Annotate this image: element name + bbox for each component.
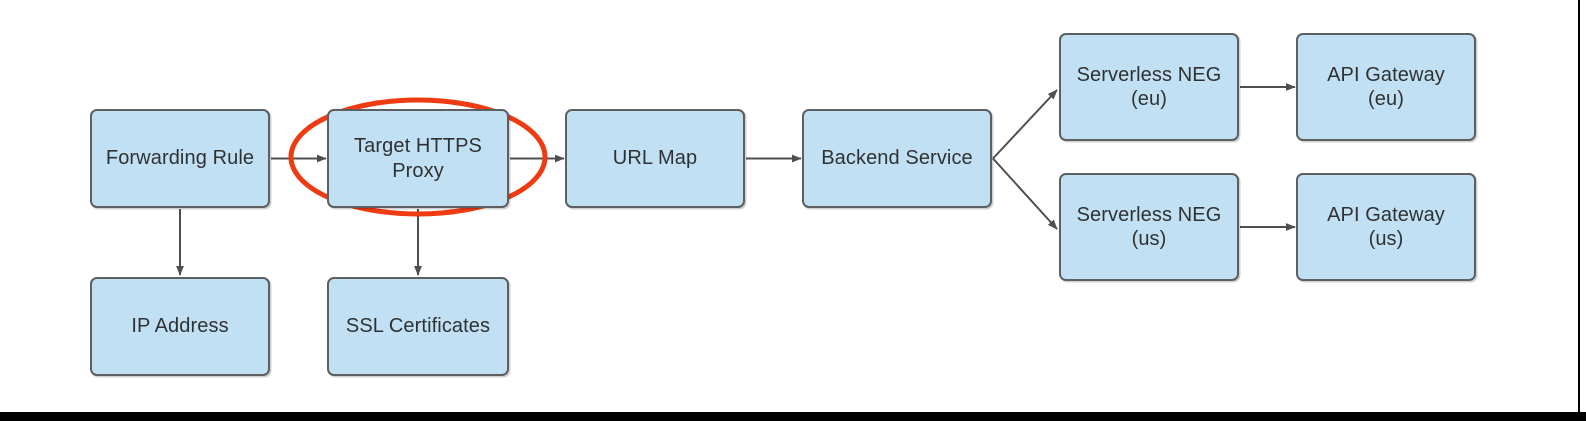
node-ip-address[interactable]: IP Address — [90, 277, 270, 376]
node-url-map[interactable]: URL Map — [565, 109, 745, 208]
bottom-border-bar — [0, 412, 1586, 421]
node-api-gateway-eu-label: API Gateway (eu) — [1327, 63, 1445, 110]
node-url-map-label: URL Map — [612, 147, 698, 170]
node-api-gateway-us[interactable]: API Gateway (us) — [1296, 173, 1476, 281]
edge-backend-service-to-serverless-neg-eu — [992, 89, 1058, 160]
highlight-ellipse-icon — [288, 97, 548, 217]
node-serverless-neg-eu[interactable]: Serverless NEG (eu) — [1059, 33, 1239, 141]
node-forwarding-rule[interactable]: Forwarding Rule — [90, 109, 270, 208]
node-ssl-certificates-label: SSL Certificates — [345, 315, 491, 338]
node-target-https-proxy-label: Target HTTPS Proxy — [354, 135, 482, 182]
node-ssl-certificates[interactable]: SSL Certificates — [327, 277, 509, 376]
right-border-divider — [1578, 0, 1580, 412]
node-ip-address-label: IP Address — [131, 315, 229, 338]
node-api-gateway-eu[interactable]: API Gateway (eu) — [1296, 33, 1476, 141]
node-serverless-neg-us[interactable]: Serverless NEG (us) — [1059, 173, 1239, 281]
node-backend-service-label: Backend Service — [821, 147, 973, 170]
node-api-gateway-us-label: API Gateway (us) — [1327, 203, 1445, 250]
node-backend-service[interactable]: Backend Service — [802, 109, 992, 208]
node-serverless-neg-us-label: Serverless NEG (us) — [1076, 203, 1222, 250]
node-forwarding-rule-label: Forwarding Rule — [105, 147, 255, 170]
node-target-https-proxy[interactable]: Target HTTPS Proxy — [327, 109, 509, 208]
node-serverless-neg-eu-label: Serverless NEG (eu) — [1076, 63, 1222, 110]
edge-backend-service-to-serverless-neg-us — [992, 157, 1058, 230]
